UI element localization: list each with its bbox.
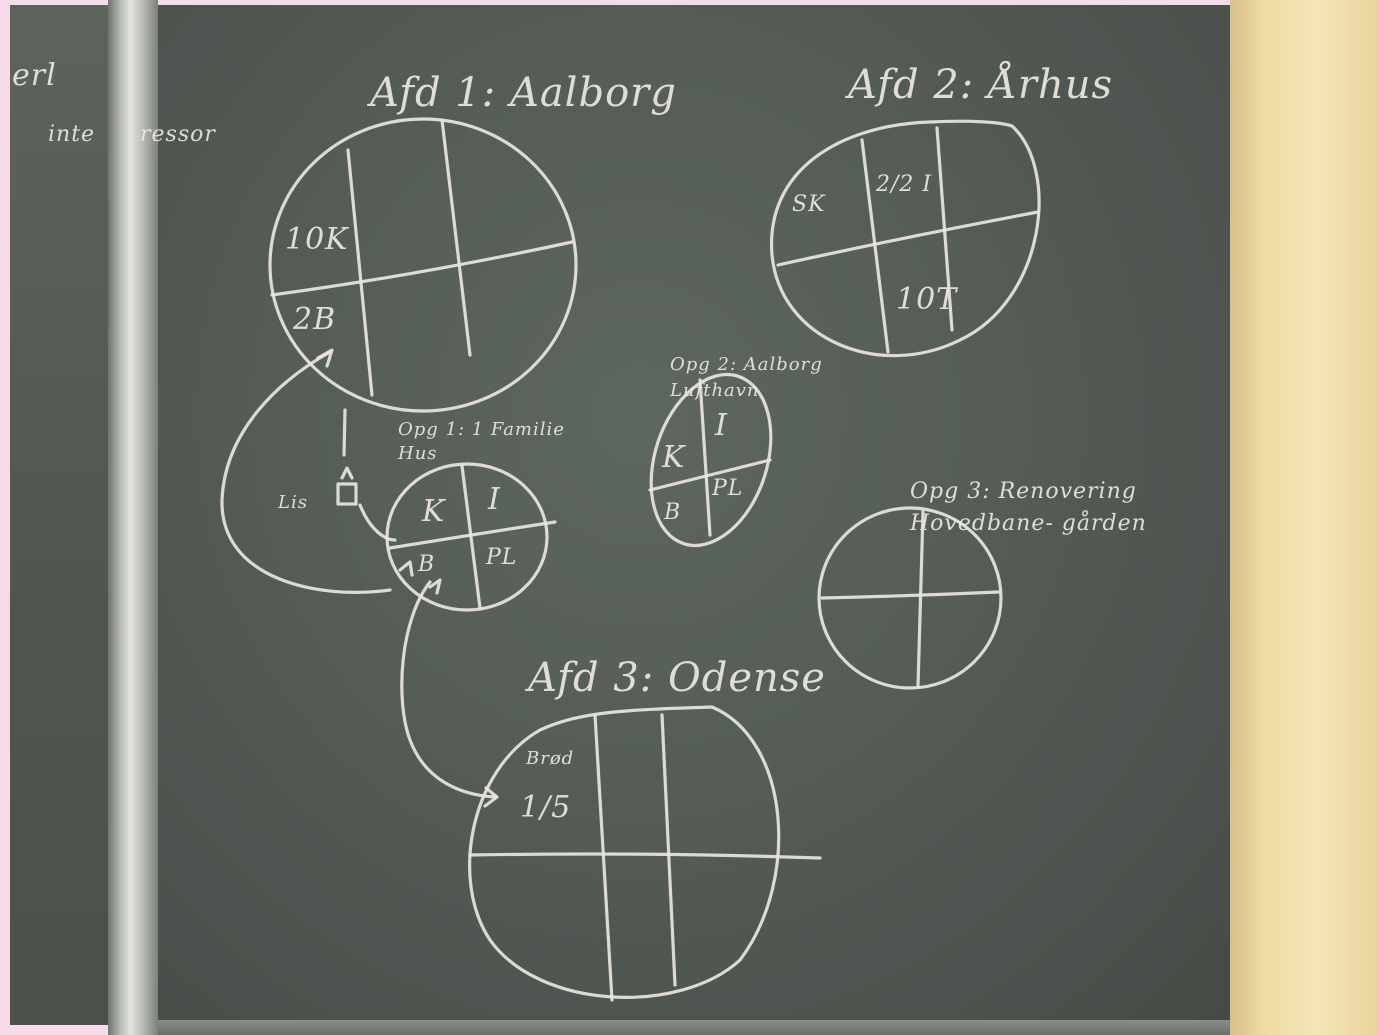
left-board-fragment: inte: [48, 122, 96, 147]
afd3-cell: Brød: [526, 748, 575, 769]
opg2-title: Opg 2: Aalborg Lufthavn: [670, 354, 823, 401]
afd1-line: [270, 240, 574, 297]
opg3-line: [916, 510, 925, 688]
afd3-title: Afd 3: Odense: [528, 655, 826, 701]
chalk-line: [342, 408, 347, 457]
afd1-cell: 10K: [285, 222, 349, 257]
afd3-circle: [468, 705, 781, 999]
afd1-cell: 2B: [293, 302, 337, 337]
opg1-diagram: [385, 462, 557, 612]
afd1-title: Afd 1: Aalborg: [370, 70, 677, 116]
left-board-fragment: erl: [12, 58, 57, 93]
opg1-line: [388, 520, 557, 550]
afd2-circle: [770, 119, 1041, 358]
left-chalkboard: [10, 5, 108, 1025]
arrow-opg1-to-afd1: [220, 350, 392, 594]
afd2-line: [776, 210, 1040, 267]
afd3-line: [660, 713, 677, 987]
opg3-diagram: [817, 506, 1003, 690]
opg1-line: [460, 464, 482, 610]
arrow-lis-to-opg1: [358, 503, 397, 542]
person-label: Lis: [278, 492, 308, 513]
afd3-cell: 1/5: [520, 790, 572, 825]
arrow-head: [316, 348, 334, 368]
arrow-head: [483, 786, 499, 808]
afd1-line: [440, 118, 472, 357]
main-chalkboard: [158, 5, 1230, 1030]
chalk-tray: [158, 1020, 1230, 1035]
afd3-line: [593, 713, 614, 1002]
person-icon: [336, 482, 358, 506]
wall: [1230, 0, 1378, 1035]
opg2-line: [648, 458, 772, 492]
opg2-cell: I: [715, 408, 728, 443]
opg2-cell: B: [664, 500, 682, 525]
opg2-diagram: [648, 372, 773, 548]
afd3-diagram: [468, 705, 822, 1002]
afd2-cell: 2/2 I: [876, 172, 933, 197]
afd3-line: [468, 852, 822, 860]
afd2-diagram: [770, 119, 1041, 358]
opg2-circle: [649, 372, 773, 548]
afd2-cell: SK: [792, 192, 826, 217]
afd1-diagram: [268, 117, 578, 413]
opg1-title: Opg 1: 1 Familie Hus: [398, 419, 565, 464]
opg2-cell: K: [662, 440, 686, 475]
arrow-opg1-to-afd3: [400, 580, 497, 799]
opg3-circle: [817, 506, 1003, 690]
opg1-cell: I: [488, 482, 501, 517]
opg1-cell: K: [422, 494, 446, 529]
arrow-head: [428, 578, 442, 595]
afd2-line: [860, 138, 890, 354]
opg2-cell: PL: [712, 476, 744, 501]
opg3-line: [820, 590, 1000, 600]
afd2-title: Afd 2: Århus: [848, 62, 1114, 108]
afd2-cell: 10T: [896, 282, 958, 317]
opg2-line: [698, 378, 712, 537]
opg1-cell: PL: [486, 545, 518, 570]
arrow-head: [398, 560, 414, 577]
person-icon: [340, 466, 354, 480]
opg3-title: Opg 3: Renovering Hovedbane- gården: [910, 479, 1147, 536]
board-divider: [108, 0, 158, 1035]
left-board-fragment: ressor: [140, 122, 216, 147]
opg1-cell: B: [418, 552, 436, 577]
arrows: [220, 348, 499, 808]
afd1-line: [346, 148, 374, 397]
afd1-circle: [268, 117, 578, 413]
